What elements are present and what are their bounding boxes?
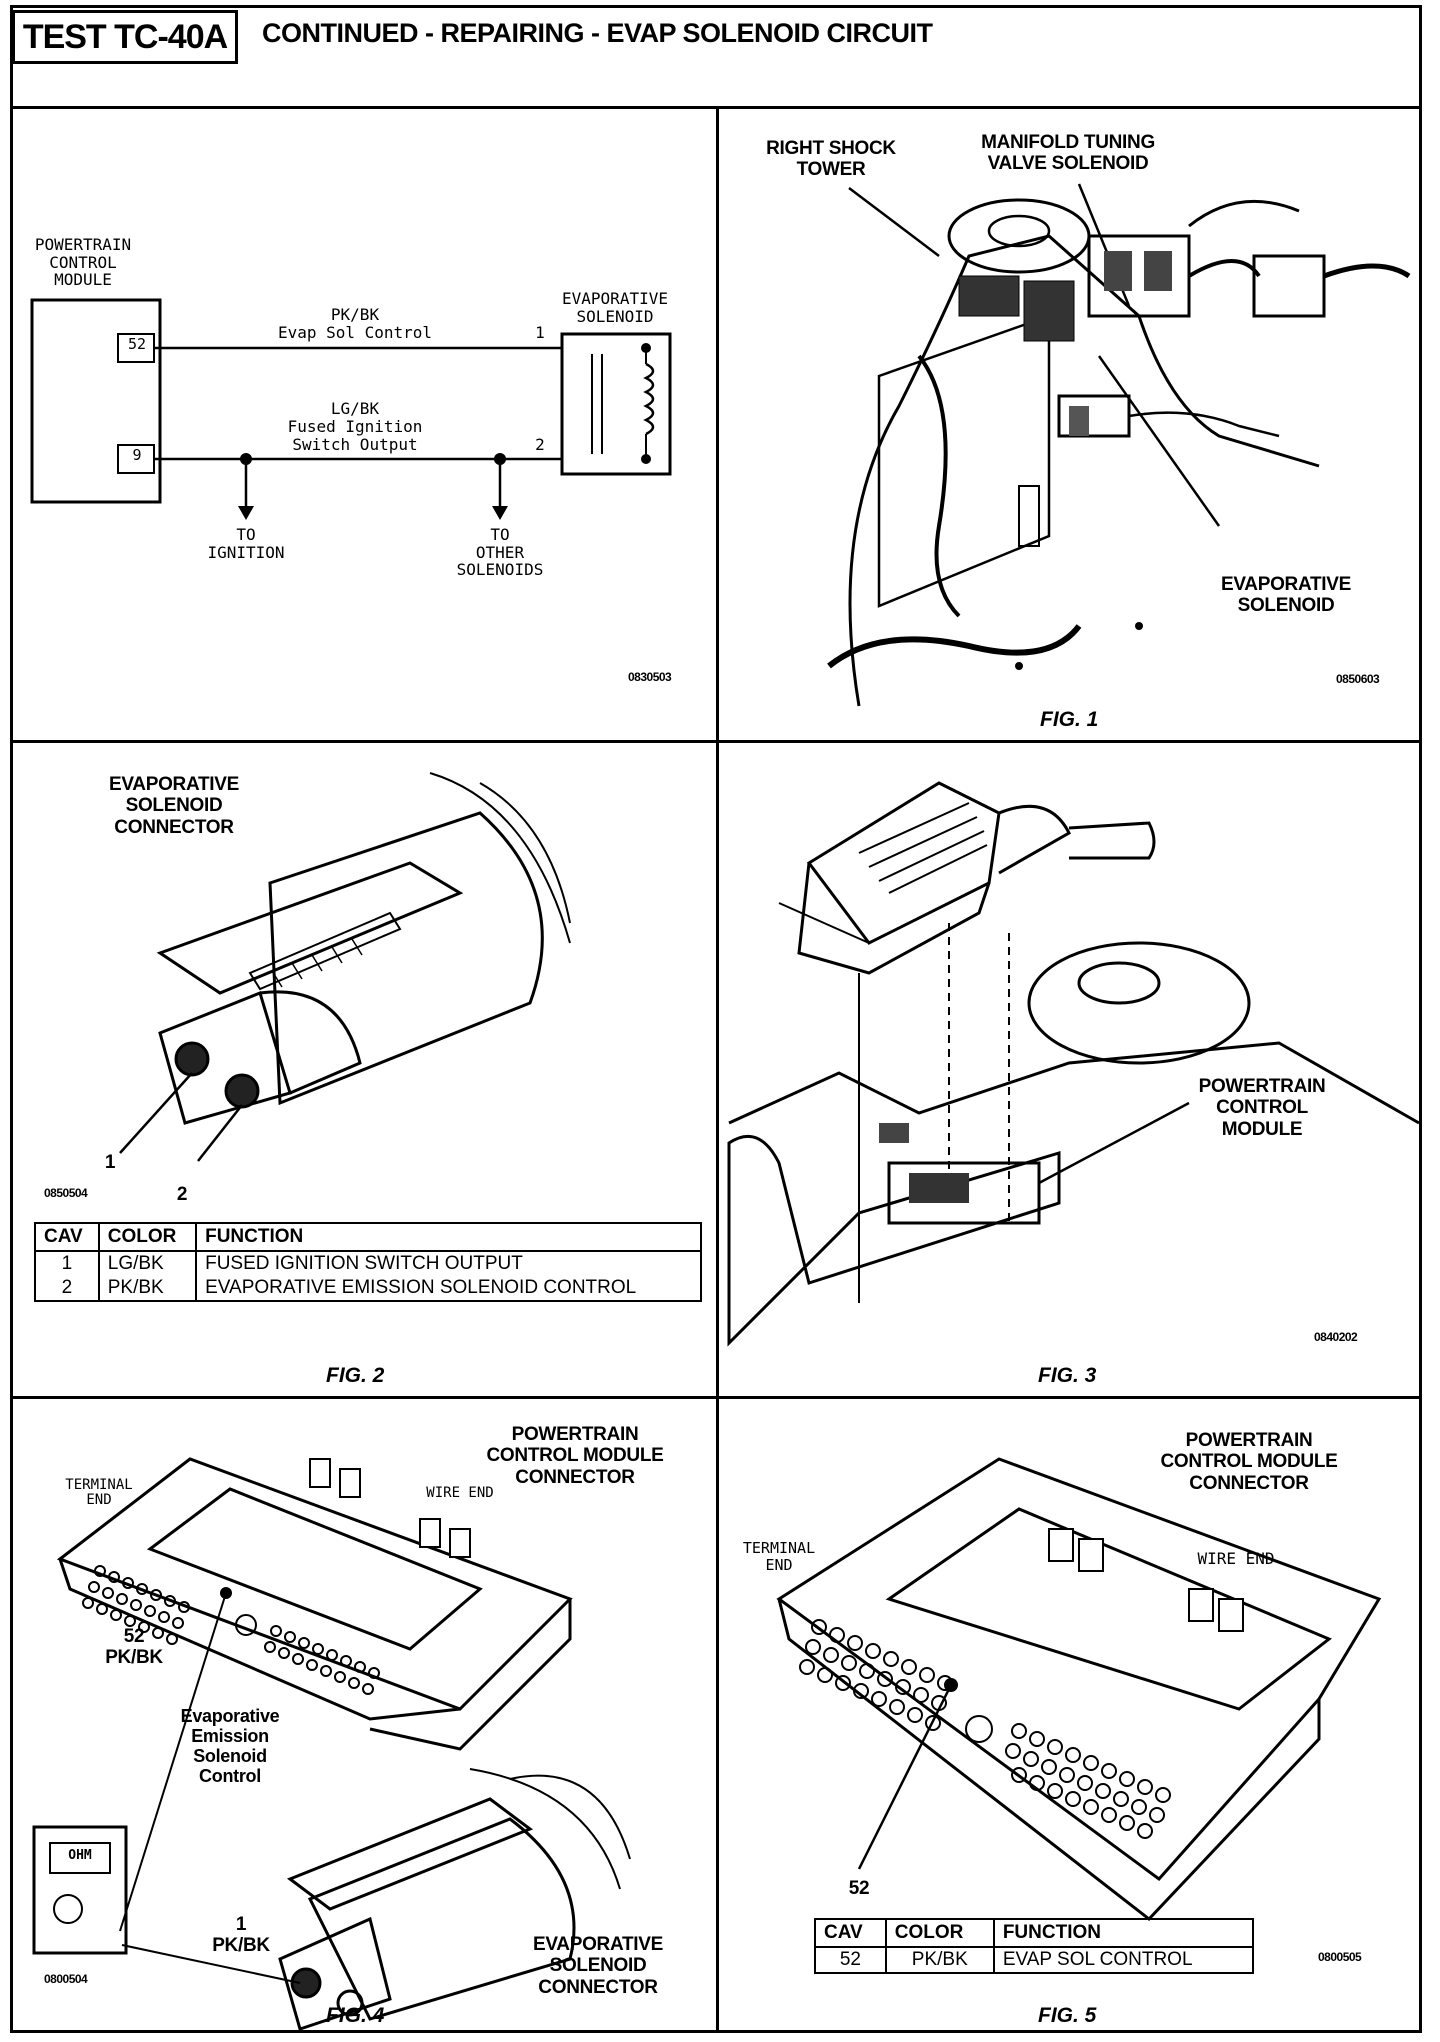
column-divider [716, 106, 719, 2033]
table-row: 2 PK/BK EVAPORATIVE EMISSION SOLENOID CO… [34, 1276, 702, 1302]
table-cell-cav: 2 [34, 1276, 100, 1302]
table-header-color: COLOR [884, 1918, 995, 1948]
table-cell-cav: 52 [814, 1947, 887, 1974]
table-cell-color: LG/BK [97, 1251, 198, 1276]
fig5-pcm-connector-label: POWERTRAIN CONTROL MODULE CONNECTOR [1160, 1430, 1338, 1494]
fig5-connector-illustration [776, 1457, 1382, 1922]
fig1-code: 0850603 [1336, 672, 1380, 686]
fig5-terminal-end: TERMINAL END [742, 1539, 816, 1574]
schematic-code: 0830503 [628, 670, 672, 684]
pin-9-label: 9 [132, 446, 142, 464]
fig2-pin-1: 1 [104, 1152, 116, 1173]
page-title: CONTINUED - REPAIRING - EVAP SOLENOID CI… [262, 18, 933, 48]
table-header-row: CAV COLOR FUNCTION [814, 1918, 1255, 1948]
fig4-pcm-connector-label: POWERTRAIN CONTROL MODULE CONNECTOR [486, 1424, 664, 1488]
evaporative-solenoid-label: EVAPORATIVE SOLENOID [1220, 574, 1352, 617]
fig5-pin-52-label: 52 [848, 1878, 870, 1899]
table-row: 1 LG/BK FUSED IGNITION SWITCH OUTPUT [34, 1251, 702, 1276]
evap-solenoid-label: EVAPORATIVE SOLENOID [562, 289, 668, 326]
table-cell-cav: 1 [34, 1251, 100, 1276]
test-id-box: TEST TC-40A [12, 10, 238, 64]
to-other-solenoids-label: TO OTHER SOLENOIDS [456, 525, 544, 580]
wire2-name: Fused Ignition Switch Output [287, 417, 423, 454]
pin-52-label: 52 [127, 335, 147, 353]
table-cell-function: FUSED IGNITION SWITCH OUTPUT [195, 1251, 702, 1276]
table-row: 52 PK/BK EVAP SOL CONTROL [814, 1947, 1255, 1974]
fig4-caption: FIG. 4 [326, 2004, 385, 2027]
schematic-diagram [30, 298, 672, 520]
right-shock-tower-label: RIGHT SHOCK TOWER [766, 138, 896, 181]
sol-pin-2: 2 [535, 435, 545, 454]
fig4-evap-control-label: Evaporative Emission Solenoid Control [180, 1706, 280, 1787]
table-cell-color: PK/BK [884, 1947, 995, 1974]
engine-bay-illustration [827, 183, 1411, 707]
fig5-caption: FIG. 5 [1038, 2004, 1097, 2027]
fig1-caption: FIG. 1 [1040, 708, 1099, 731]
table-cell-function: EVAPORATIVE EMISSION SOLENOID CONTROL [195, 1276, 702, 1302]
table-header-row: CAV COLOR FUNCTION [34, 1222, 702, 1252]
manifold-tuning-label: MANIFOLD TUNING VALVE SOLENOID [981, 132, 1155, 175]
wire1-name: Evap Sol Control [277, 323, 433, 342]
table-header-color: COLOR [97, 1222, 198, 1252]
table-cell-color: PK/BK [97, 1276, 198, 1302]
table-header-function: FUNCTION [992, 1918, 1255, 1948]
sol-pin-1: 1 [535, 323, 545, 342]
fig5-code: 0800505 [1318, 1950, 1362, 1964]
table-header-cav: CAV [34, 1222, 100, 1252]
wire1-color: PK/BK [330, 305, 380, 324]
pcm-location-illustration [727, 781, 1420, 1347]
fig5-cavity-table: CAV COLOR FUNCTION 52 PK/BK EVAP SOL CON… [814, 1918, 1255, 1974]
fig4-wire-end: WIRE END [426, 1485, 494, 1501]
fig4-evap-connector-label: EVAPORATIVE SOLENOID CONNECTOR [532, 1934, 664, 1998]
fig4-pin-1-label: 1 PK/BK [212, 1914, 270, 1957]
fig2-pin-2: 2 [176, 1184, 188, 1205]
table-header-cav: CAV [814, 1918, 887, 1948]
fig2-connector-label: EVAPORATIVE SOLENOID CONNECTOR [108, 774, 240, 838]
fig4-code: 0800504 [44, 1972, 88, 1986]
wire2-color: LG/BK [330, 399, 380, 418]
fig5-wire-end: WIRE END [1197, 1549, 1275, 1568]
fig4-connector-illustration [32, 1457, 631, 2031]
fig3-caption: FIG. 3 [1038, 1364, 1097, 1387]
to-ignition-label: TO IGNITION [207, 525, 285, 562]
fig2-code: 0850504 [44, 1186, 88, 1200]
pcm-label: POWERTRAIN CONTROL MODULE [34, 235, 132, 290]
table-header-function: FUNCTION [195, 1222, 702, 1252]
fig2-caption: FIG. 2 [326, 1364, 385, 1387]
evap-connector-illustration [119, 772, 571, 1162]
fig4-terminal-end: TERMINAL END [65, 1477, 133, 1509]
fig3-pcm-label: POWERTRAIN CONTROL MODULE [1198, 1076, 1326, 1140]
fig2-cavity-table: CAV COLOR FUNCTION 1 LG/BK FUSED IGNITIO… [34, 1222, 702, 1302]
fig3-code: 0840202 [1314, 1330, 1358, 1344]
fig4-pin-52-label: 52 PK/BK [105, 1626, 163, 1669]
table-cell-function: EVAP SOL CONTROL [992, 1947, 1255, 1974]
ohmmeter-display: OHM [68, 1848, 92, 1863]
